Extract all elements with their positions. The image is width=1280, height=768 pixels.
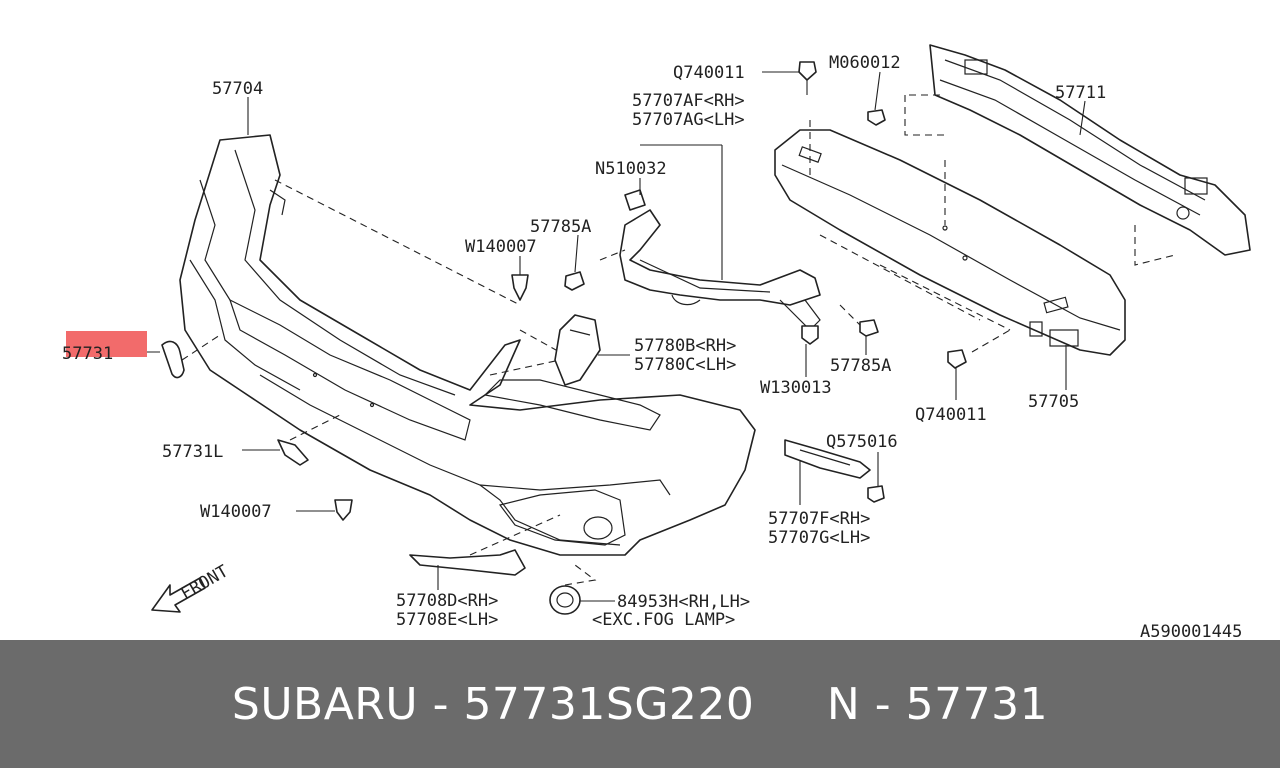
bolt-57785A-right-icon bbox=[859, 319, 879, 337]
label-57785A-right: 57785A bbox=[830, 356, 891, 376]
parts-diagram: 57704 57731 57731L W140007 W140007 FRONT… bbox=[62, 44, 1251, 640]
bracket-57707F bbox=[784, 439, 871, 479]
clip-W140007-lower-icon bbox=[334, 499, 353, 521]
label-W140007-lower: W140007 bbox=[200, 502, 272, 522]
label-57731L: 57731L bbox=[162, 442, 223, 462]
lower-garnish-57708D bbox=[409, 549, 526, 576]
leader-lines bbox=[128, 71, 1086, 602]
label-W130013: W130013 bbox=[760, 378, 832, 398]
bolt-Q740011-top-icon bbox=[798, 61, 817, 95]
front-arrow-icon bbox=[151, 577, 206, 613]
label-57707F: 57707F<RH> bbox=[768, 509, 870, 529]
label-M060012: M060012 bbox=[829, 53, 901, 73]
label-exc-fog-lamp: <EXC.FOG LAMP> bbox=[592, 610, 735, 630]
label-57708D: 57708D<RH> bbox=[396, 591, 498, 611]
garnish-57780B bbox=[554, 314, 601, 386]
label-57704: 57704 bbox=[212, 79, 263, 99]
clip-W130013-icon bbox=[801, 325, 819, 345]
label-57780C: 57780C<LH> bbox=[634, 355, 736, 375]
label-57780B: 57780B<RH> bbox=[634, 336, 736, 356]
label-Q740011-top: Q740011 bbox=[673, 63, 745, 83]
label-57707G: 57707G<LH> bbox=[768, 528, 870, 548]
label-57711: 57711 bbox=[1055, 83, 1106, 103]
bumper-bracket-57707AF bbox=[619, 189, 821, 331]
label-57708E: 57708E<LH> bbox=[396, 610, 498, 630]
highlight-57731 bbox=[66, 331, 147, 357]
clip-W140007-upper-icon bbox=[511, 274, 529, 301]
label-57731: 57731 bbox=[62, 344, 113, 364]
bolt-57785A-left-icon bbox=[564, 271, 585, 291]
label-W140007-upper: W140007 bbox=[465, 237, 537, 257]
diagram-code: A590001445 bbox=[1140, 622, 1242, 640]
part-number-text: SUBARU - 57731SG220 N - 57731 bbox=[231, 678, 1049, 730]
label-57707AG: 57707AG<LH> bbox=[632, 110, 745, 130]
tow-hook-cover-57731 bbox=[161, 340, 185, 379]
label-57785A-left: 57785A bbox=[530, 217, 591, 237]
label-57707AF: 57707AF<RH> bbox=[632, 91, 745, 111]
label-N510032: N510032 bbox=[595, 159, 667, 179]
bumper-beam-57711 bbox=[929, 44, 1251, 256]
label-Q740011-lower: Q740011 bbox=[915, 405, 987, 425]
bolt-Q575016-icon bbox=[867, 485, 885, 503]
cover-57731L bbox=[277, 439, 309, 466]
fasteners bbox=[334, 61, 967, 521]
label-57705: 57705 bbox=[1028, 392, 1079, 412]
fog-lamp-cover-84953H bbox=[549, 585, 581, 615]
bumper-absorber-57705 bbox=[774, 129, 1126, 356]
bumper-face-57704 bbox=[179, 134, 756, 556]
bolt-M060012-icon bbox=[867, 109, 886, 126]
bolt-Q740011-lower-icon bbox=[947, 349, 967, 369]
label-front: FRONT bbox=[178, 561, 232, 604]
part-number-footer: SUBARU - 57731SG220 N - 57731 bbox=[0, 640, 1280, 768]
label-84953H: 84953H<RH,LH> bbox=[617, 592, 750, 612]
label-Q575016: Q575016 bbox=[826, 432, 898, 452]
